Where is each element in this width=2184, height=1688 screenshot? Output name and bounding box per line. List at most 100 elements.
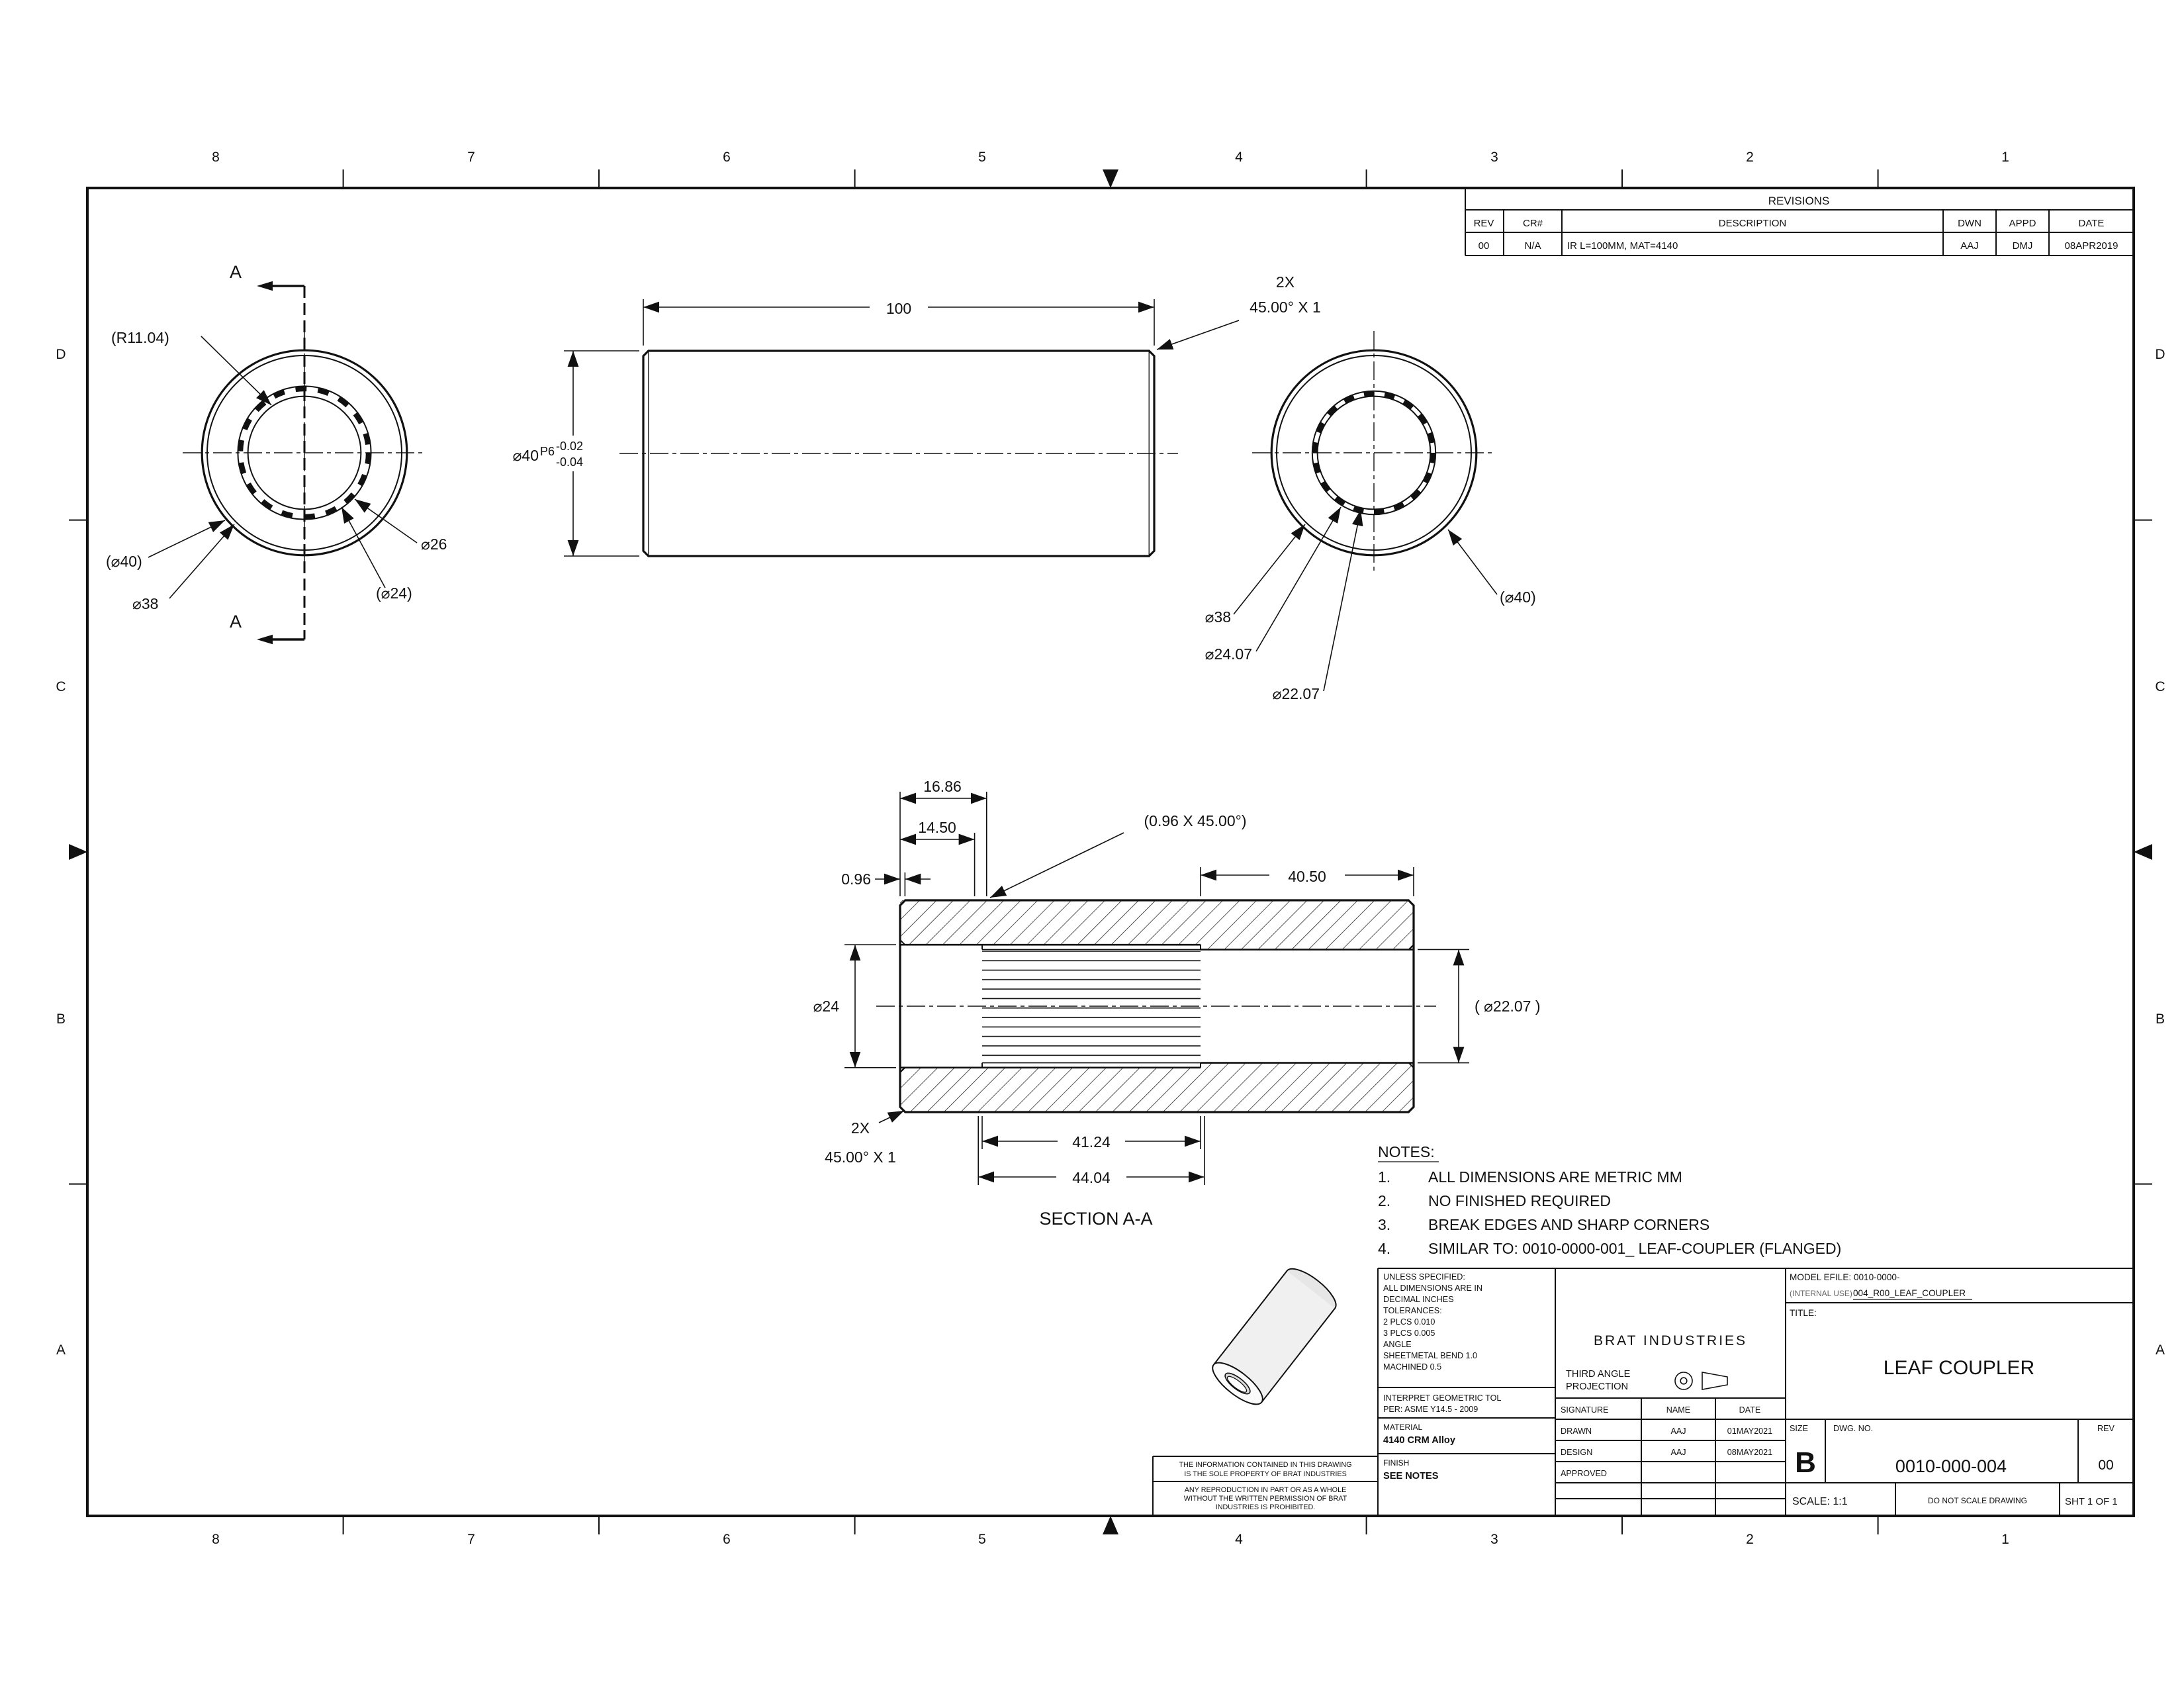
zone-row-label: A (2156, 1342, 2165, 1358)
fit-class: P6 (540, 445, 555, 458)
cutting-plane-arrow-shafts (273, 285, 304, 641)
proprietary-line: IS THE SOLE PROPERTY OF BRAT INDUSTRIES (1184, 1470, 1347, 1478)
tol-lower: -0.04 (556, 455, 583, 469)
appd-value: DMJ (2013, 240, 2033, 252)
rev-col-header: REV (1474, 218, 1494, 229)
chamfer-qty: 2X (851, 1119, 870, 1137)
zone-col-label: 7 (467, 150, 475, 165)
proprietary-line: WITHOUT THE WRITTEN PERMISSION OF BRAT (1184, 1495, 1347, 1503)
notes-title: NOTES: (1378, 1143, 1435, 1160)
sheet-number: SHT 1 OF 1 (2065, 1496, 2118, 1507)
projection-icon-hub (1680, 1377, 1688, 1385)
dwg-no-value: 0010-000-004 (1895, 1456, 2007, 1476)
tolerance-block: UNLESS SPECIFIED: ALL DIMENSIONS ARE IN … (1383, 1272, 1501, 1481)
outer-diameter-circle (201, 349, 408, 557)
material-value: 4140 CRM Alloy (1383, 1435, 1456, 1446)
left-end-view: A A (R11.04) (⌀40) ⌀38 ⌀26 (⌀24) (106, 262, 447, 645)
dim-41-24: 41.24 (1072, 1133, 1111, 1150)
tol-line: ANGLE (1383, 1340, 1412, 1349)
zone-row-label: C (2155, 679, 2165, 694)
zone-row-label: C (56, 679, 66, 694)
section-title: SECTION A-A (1039, 1209, 1152, 1229)
dim-text-bg (1056, 1167, 1126, 1187)
company-name: BRAT INDUSTRIES (1594, 1333, 1747, 1348)
dim-text-bg (870, 296, 928, 318)
leader-dia38 (169, 524, 235, 599)
finish-value: SEE NOTES (1383, 1471, 1439, 1481)
chamfer-leader (1156, 320, 1240, 350)
dia38-circle (1276, 355, 1472, 551)
dim-44-04: 44.04 (1072, 1169, 1111, 1186)
date-col-header: DATE (2079, 218, 2105, 229)
radius-ref-label: (R11.04) (111, 329, 169, 346)
proprietary-line: ANY REPRODUCTION IN PART OR AS A WHOLE (1185, 1486, 1347, 1494)
leader-dia40 (1447, 529, 1498, 595)
leader-dia24-07 (1255, 506, 1342, 652)
sig-header: SIGNATURE (1561, 1405, 1609, 1415)
section-outline (899, 899, 1415, 1113)
dim-0-96: 0.96 (841, 870, 871, 888)
zone-col-label: 6 (723, 150, 731, 165)
zone-col-label: 3 (1490, 1532, 1498, 1547)
tol-upper: -0.02 (556, 440, 583, 453)
zone-row-label: B (2156, 1011, 2165, 1027)
cylinder-body (1213, 1270, 1336, 1403)
zone-col-label: 3 (1490, 150, 1498, 165)
proprietary-line: THE INFORMATION CONTAINED IN THIS DRAWIN… (1179, 1461, 1351, 1469)
cr-col-header: CR# (1523, 218, 1543, 229)
chamfer-qty: 2X (1276, 273, 1295, 291)
dwn-col-header: DWN (1958, 218, 1981, 229)
note-text: BREAK EDGES AND SHARP CORNERS (1428, 1216, 1709, 1233)
sig-row-label: APPROVED (1561, 1469, 1607, 1478)
sig-row-name: AAJ (1670, 1448, 1686, 1457)
rev-value: 00 (2098, 1458, 2113, 1473)
leader-dia26 (354, 498, 418, 543)
sig-header: DATE (1739, 1405, 1761, 1415)
tol-line: 2 PLCS 0.010 (1383, 1317, 1435, 1327)
dwn-value: AAJ (1960, 240, 1979, 252)
note-text: NO FINISHED REQUIRED (1428, 1192, 1611, 1209)
description-value: IR L=100MM, MAT=4140 (1567, 240, 1678, 252)
extension-lines (564, 299, 1155, 557)
section-label-top: A (230, 262, 242, 282)
zone-row-label: B (56, 1011, 66, 1027)
revisions-title: REVISIONS (1768, 195, 1830, 207)
zone-col-label: 4 (1235, 1532, 1243, 1547)
dia22-07-ref: ( ⌀22.07 ) (1475, 998, 1541, 1015)
note-num: 4. (1378, 1240, 1390, 1257)
title-block-grid (1152, 1268, 2134, 1516)
note-num: 2. (1378, 1192, 1390, 1209)
sig-row-label: DESIGN (1561, 1448, 1592, 1457)
dia24-07-label: ⌀24.07 (1205, 645, 1252, 663)
dim-16-86: 16.86 (923, 778, 962, 795)
description-col-header: DESCRIPTION (1719, 218, 1787, 229)
zone-row-label: D (2155, 347, 2165, 362)
leader-dia24 (341, 506, 386, 588)
chamfer-ref-leader (989, 832, 1124, 898)
note-text: ALL DIMENSIONS ARE METRIC MM (1428, 1168, 1682, 1186)
projection-icon-circle (1674, 1372, 1693, 1390)
notes: NOTES: 1. ALL DIMENSIONS ARE METRIC MM 2… (1378, 1143, 1841, 1257)
sig-row-label: DRAWN (1561, 1427, 1592, 1436)
chamfer-leader (878, 1110, 905, 1123)
cr-value: N/A (1524, 240, 1541, 252)
dia26-label: ⌀26 (421, 536, 447, 553)
model-efile-name: 004_R00_LEAF_COUPLER (1853, 1288, 1966, 1298)
tol-line: ALL DIMENSIONS ARE IN (1383, 1284, 1482, 1293)
zone-col-label: 8 (212, 1532, 220, 1547)
rev-label: REV (2097, 1424, 2115, 1433)
dia40-ref-label: (⌀40) (1500, 588, 1536, 606)
dia24-ref-label: (⌀24) (376, 585, 412, 602)
dwg-no-label: DWG. NO. (1833, 1424, 1873, 1433)
appd-col-header: APPD (2009, 218, 2036, 229)
zone-col-label: 1 (2001, 150, 2009, 165)
dia-dim: ⌀40 (513, 447, 539, 464)
zone-row-label: A (56, 1342, 66, 1358)
scale-value: SCALE: 1:1 (1792, 1496, 1848, 1507)
section-view: 16.86 14.50 0.96 (0.96 X 45.00°) 40.50 ⌀… (813, 778, 1541, 1229)
outer-diameter-circle (1270, 349, 1478, 557)
title-block: UNLESS SPECIFIED: ALL DIMENSIONS ARE IN … (1152, 1268, 2134, 1516)
zone-col-label: 2 (1746, 1532, 1754, 1547)
